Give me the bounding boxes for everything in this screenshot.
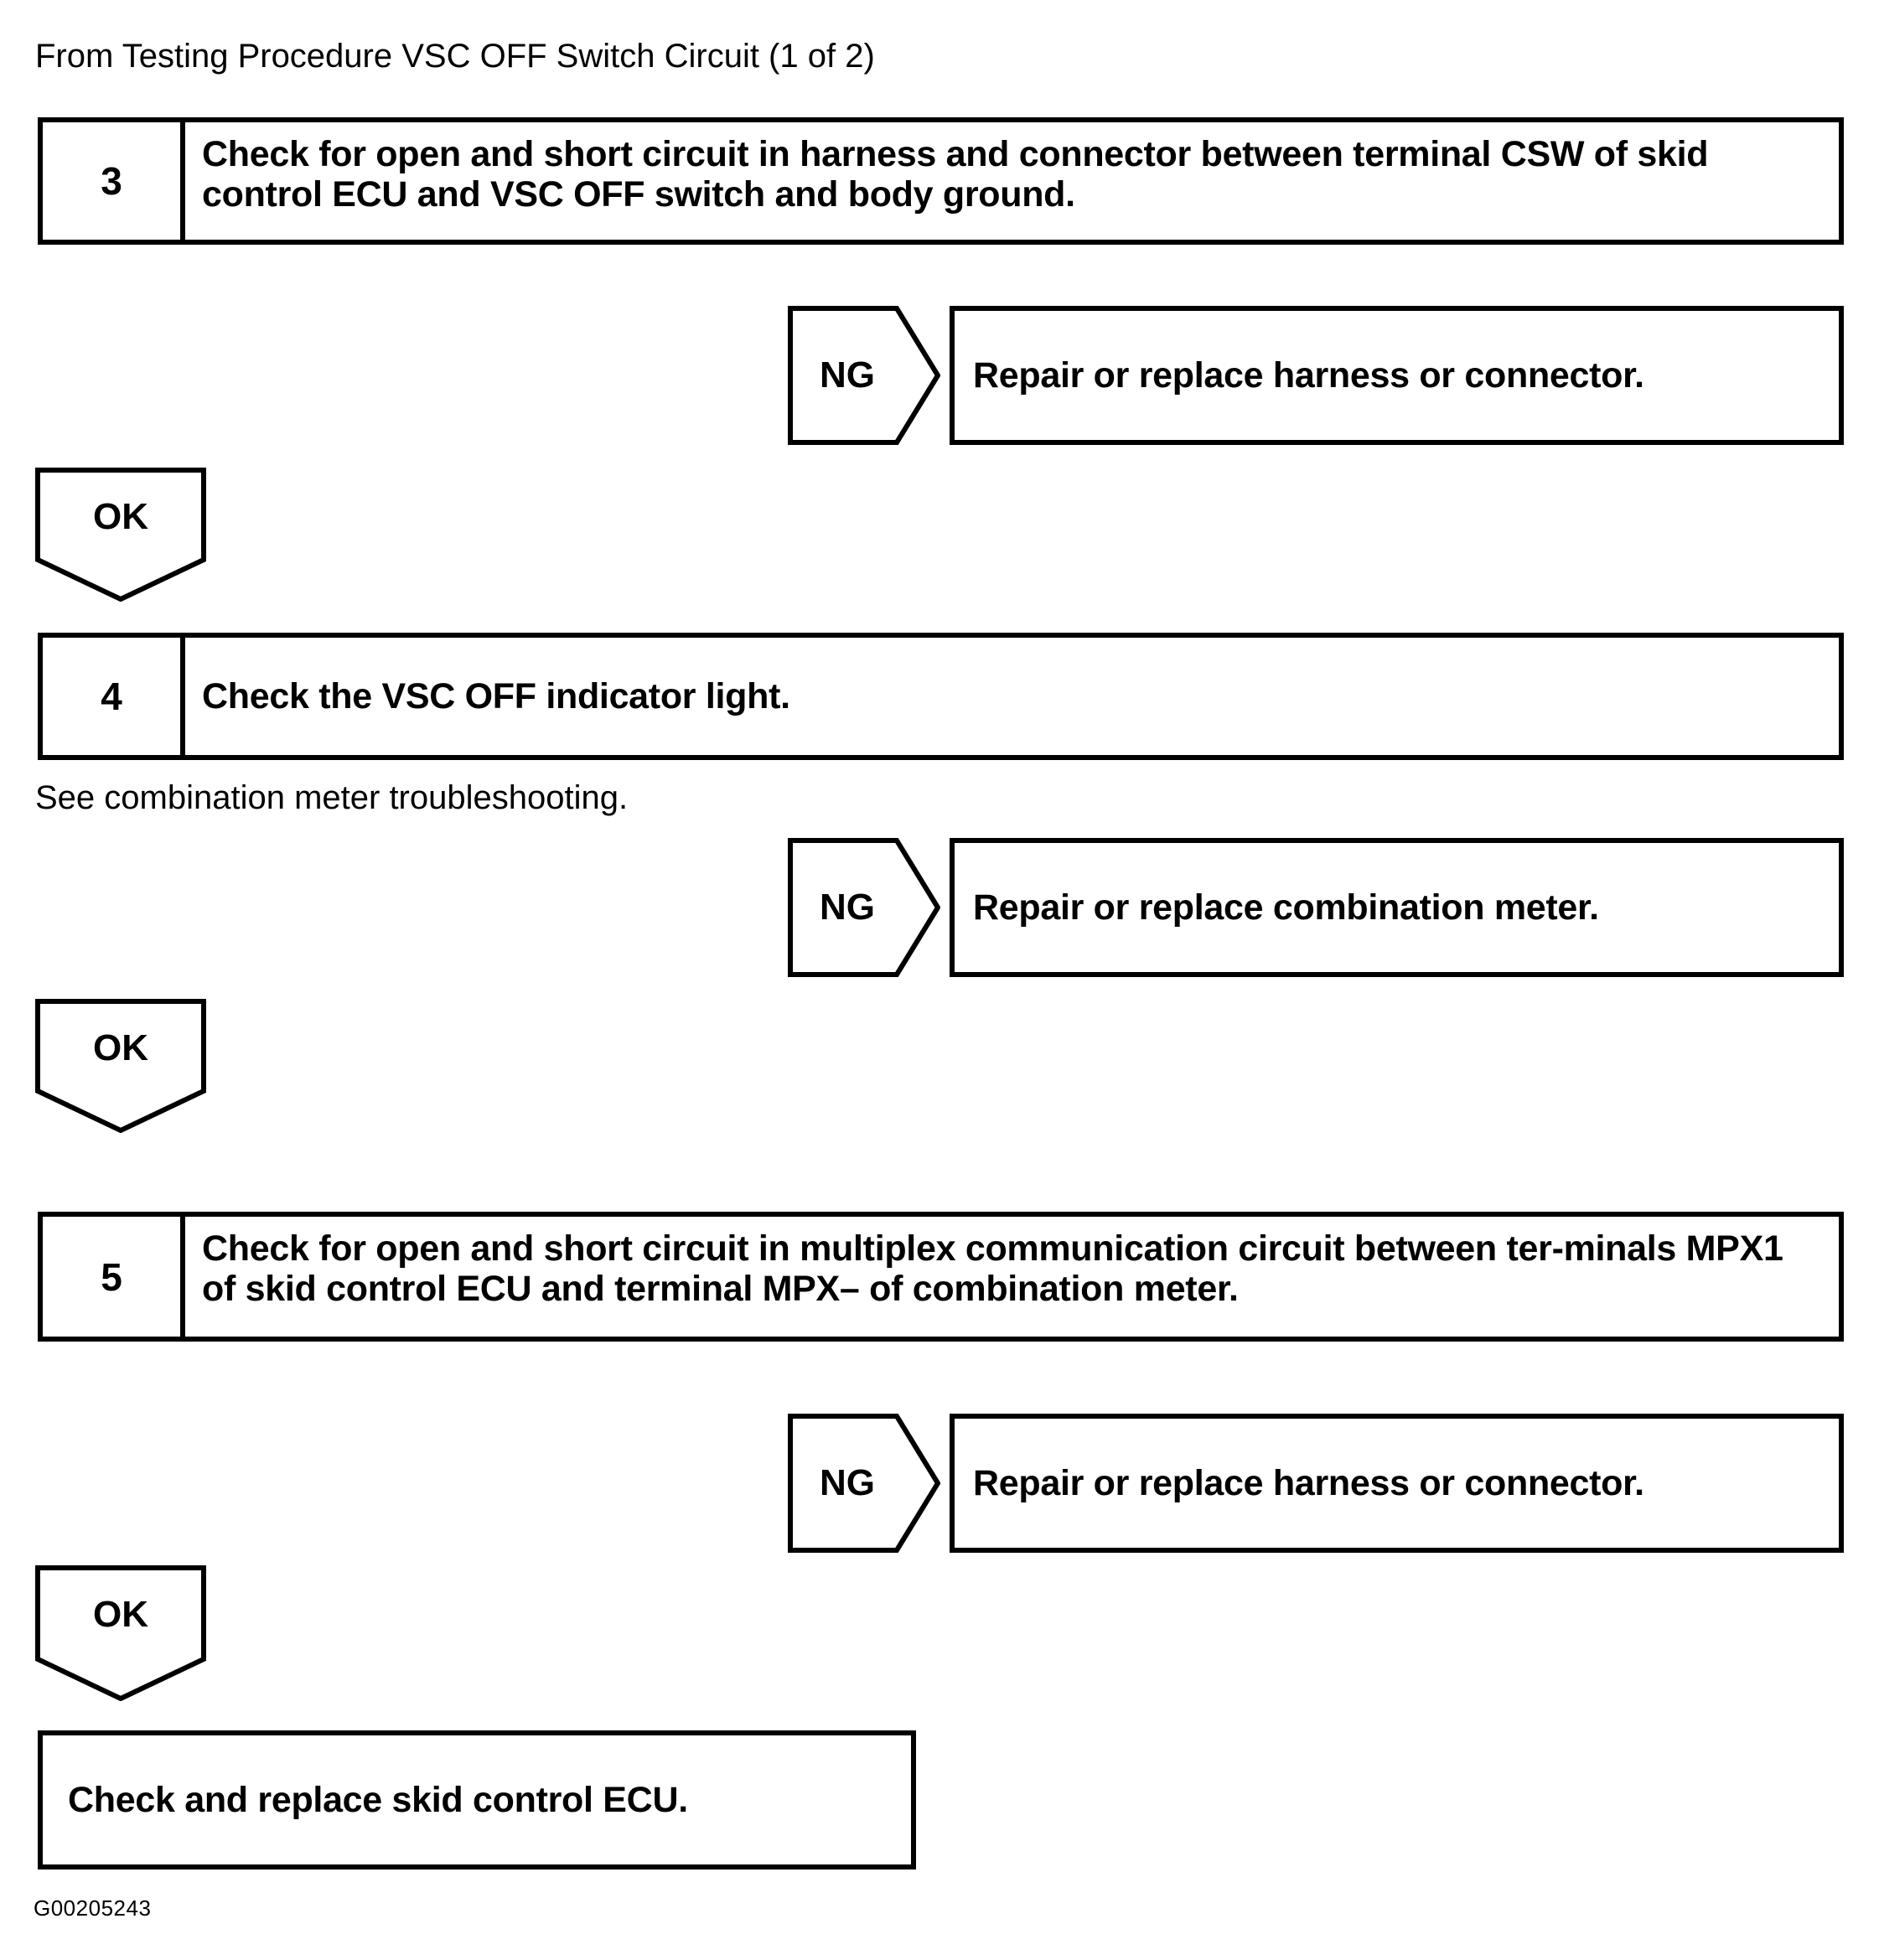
step-text-4: Check the VSC OFF indicator light. <box>202 675 790 716</box>
step-text-5: Check for open and short circuit in mult… <box>202 1228 1783 1310</box>
step-body-3: Check for open and short circuit in harn… <box>185 122 1839 240</box>
branch-action-text-1: Repair or replace harness or connector. <box>973 354 1644 396</box>
step-number-3: 3 <box>43 122 185 240</box>
branch-action-box-3: Repair or replace harness or connector. <box>950 1414 1844 1553</box>
branch-ok-chevron-1: OK <box>35 468 206 602</box>
branch-ok-label-2: OK <box>93 1027 148 1068</box>
final-action-box: Check and replace skid control ECU. <box>38 1730 916 1869</box>
combination-meter-note: See combination meter troubleshooting. <box>35 779 629 816</box>
step-body-5: Check for open and short circuit in mult… <box>185 1217 1839 1337</box>
branch-ng-chevron-1: NG <box>788 306 940 445</box>
branch-ng-chevron-2: NG <box>788 838 940 977</box>
branch-action-text-2: Repair or replace combination meter. <box>973 887 1599 928</box>
step-body-4: Check the VSC OFF indicator light. <box>185 638 1839 755</box>
branch-ok-chevron-2: OK <box>35 999 206 1133</box>
step-box-4: 4 Check the VSC OFF indicator light. <box>38 633 1844 760</box>
branch-ok-label-1: OK <box>93 496 148 537</box>
branch-ok-label-3: OK <box>93 1594 148 1635</box>
figure-code: G00205243 <box>34 1895 152 1921</box>
branch-ng-label-1: NG <box>820 354 875 396</box>
branch-ng-chevron-3: NG <box>788 1414 940 1553</box>
branch-ok-chevron-3: OK <box>35 1565 206 1701</box>
step-box-5: 5 Check for open and short circuit in mu… <box>38 1212 1844 1342</box>
branch-action-box-2: Repair or replace combination meter. <box>950 838 1844 977</box>
header-source-note: From Testing Procedure VSC OFF Switch Ci… <box>35 38 875 75</box>
step-number-5: 5 <box>43 1217 185 1337</box>
final-action-text: Check and replace skid control ECU. <box>68 1779 688 1820</box>
branch-ng-label-2: NG <box>820 887 875 928</box>
branch-action-box-1: Repair or replace harness or connector. <box>950 306 1844 445</box>
step-number-4: 4 <box>43 638 185 755</box>
branch-action-text-3: Repair or replace harness or connector. <box>973 1462 1644 1503</box>
branch-ng-label-3: NG <box>820 1462 875 1503</box>
step-box-3: 3 Check for open and short circuit in ha… <box>38 117 1844 245</box>
step-text-3: Check for open and short circuit in harn… <box>202 134 1709 215</box>
